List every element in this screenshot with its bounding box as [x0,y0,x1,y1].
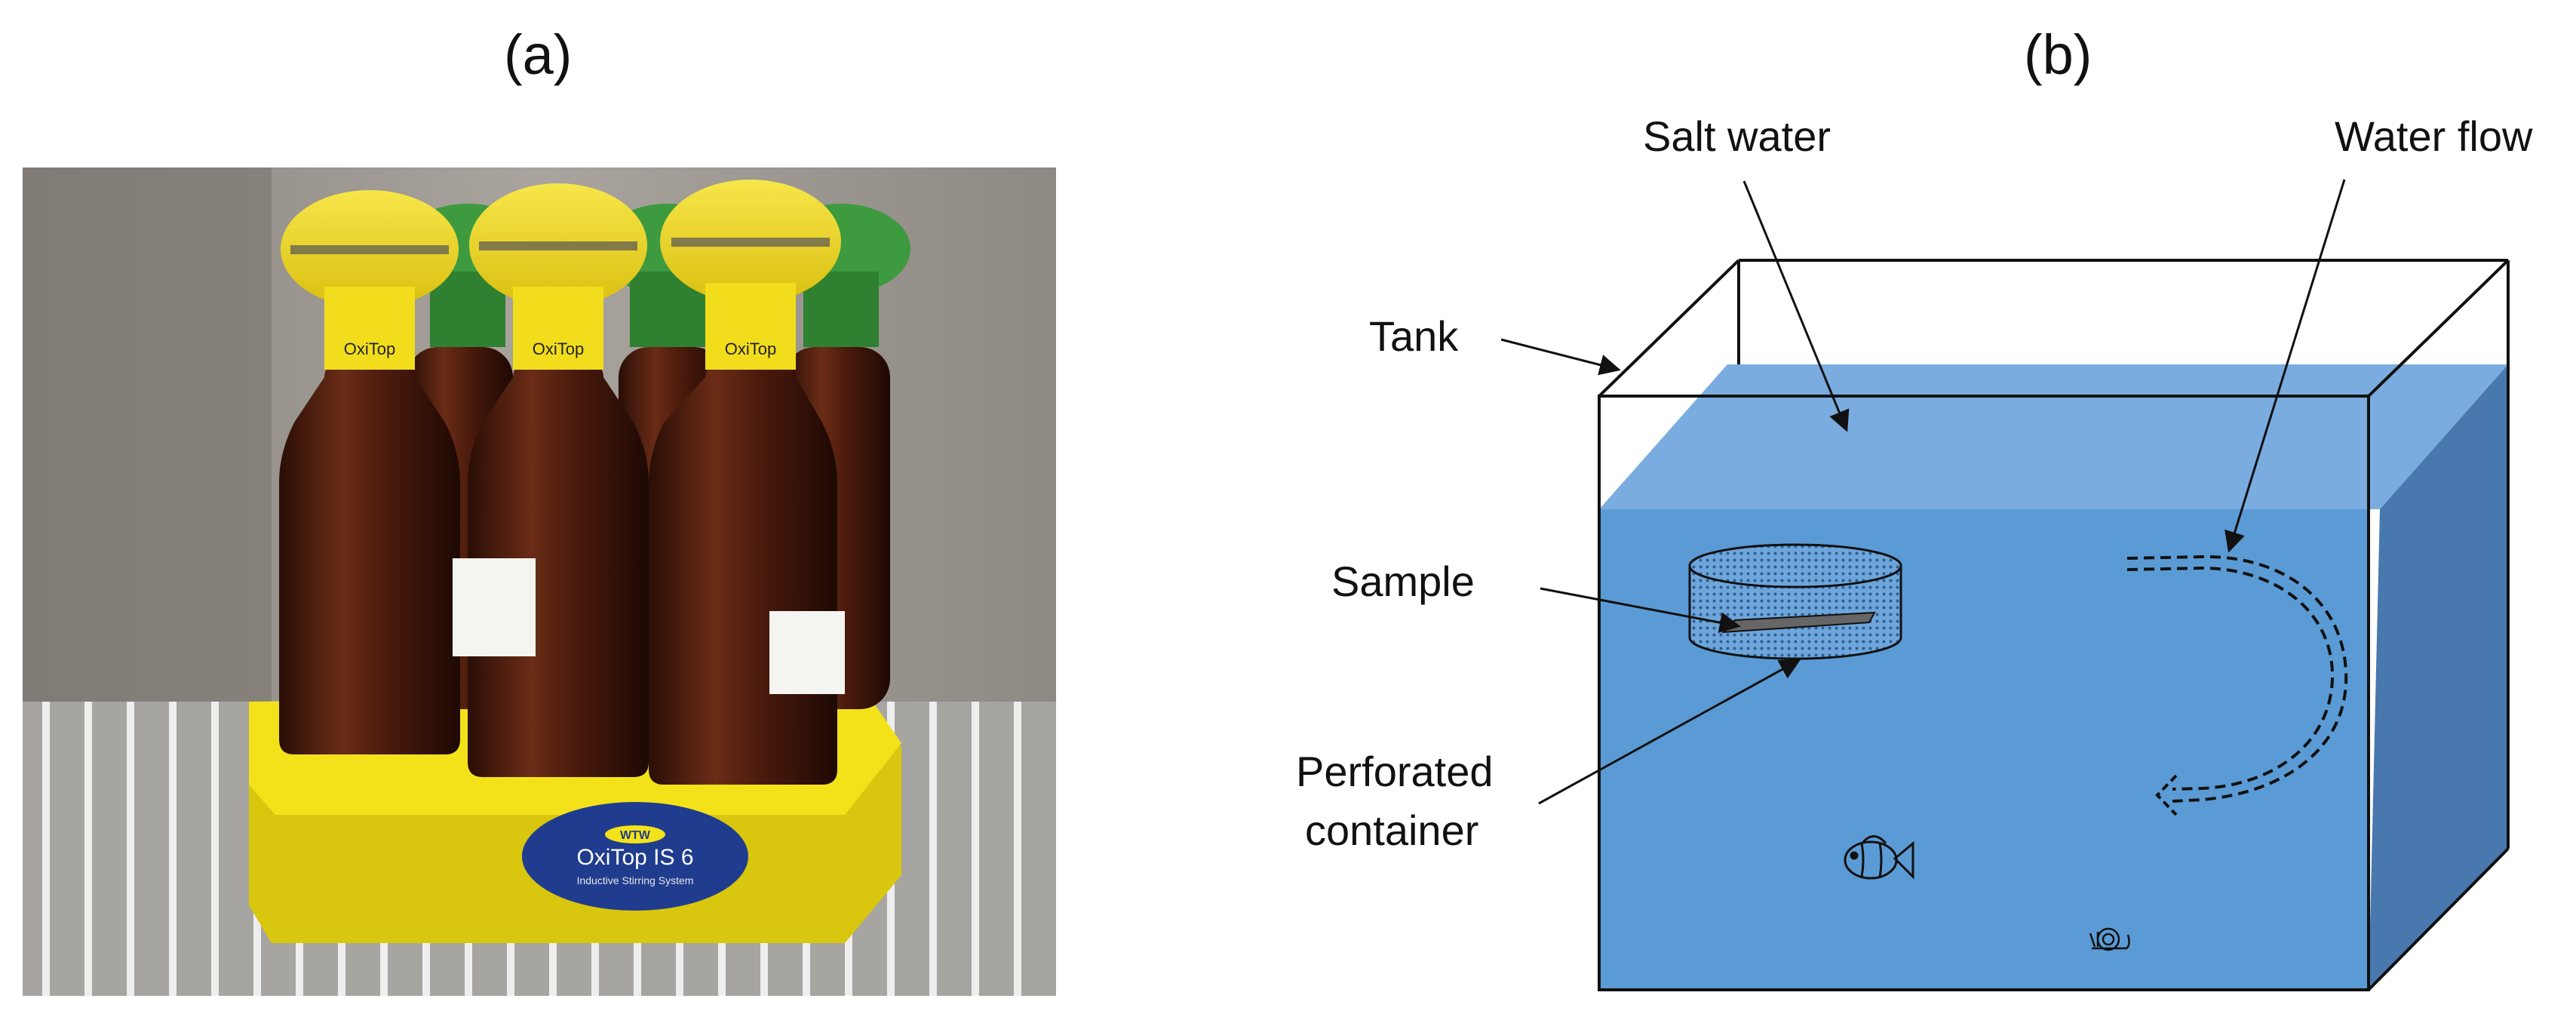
label-container-line1: Perforated [1296,748,1494,795]
wtw-logo-icon [605,825,665,843]
badge-brand: WTW [620,829,651,842]
front-bottle-3: OxiTop [649,180,845,785]
bottle-label-2 [453,558,536,656]
bottle-label-3 [769,611,845,694]
label-tank: Tank [1369,312,1459,360]
leader-sample [1540,587,1741,634]
panel-b-label: (b) [2024,23,2092,86]
leader-tank [1500,338,1621,376]
water-side-face [2369,364,2508,990]
tank-diagram: Tank Salt water Water flow Sample Perfor… [1296,112,2533,991]
leader-container [1538,659,1801,805]
flow-arrowhead-icon [2155,774,2178,816]
tank-outline [1598,259,2510,991]
perforated-container [1688,543,1902,660]
label-container-line2: container [1305,806,1478,854]
photo-panel: WTW OxiTop IS 6 Inductive Stirring Syste… [23,167,1056,996]
badge-subtitle: Inductive Stirring System [577,874,694,886]
flow-path-outer [2126,555,2348,803]
clownfish-icon [1844,835,1914,880]
badge-title: OxiTop IS 6 [576,845,693,870]
panel-a-label: (a) [504,23,573,86]
label-sample: Sample [1331,558,1475,605]
leader-water-flow [2224,179,2346,553]
label-salt-water: Salt water [1643,112,1831,160]
front-bottle-1: OxiTop [279,190,460,754]
label-water-flow: Water flow [2335,112,2533,160]
flow-path-inner [2126,566,2335,791]
head-text-2: OxiTop [533,339,584,358]
head-text-3: OxiTop [725,339,776,358]
oxitop-badge [522,802,748,911]
snail-icon [2089,927,2130,951]
head-text-1: OxiTop [344,339,395,358]
front-bottle-2: OxiTop [453,183,649,777]
leader-salt-water [1742,180,1850,432]
water-top-surface [1599,364,2508,509]
